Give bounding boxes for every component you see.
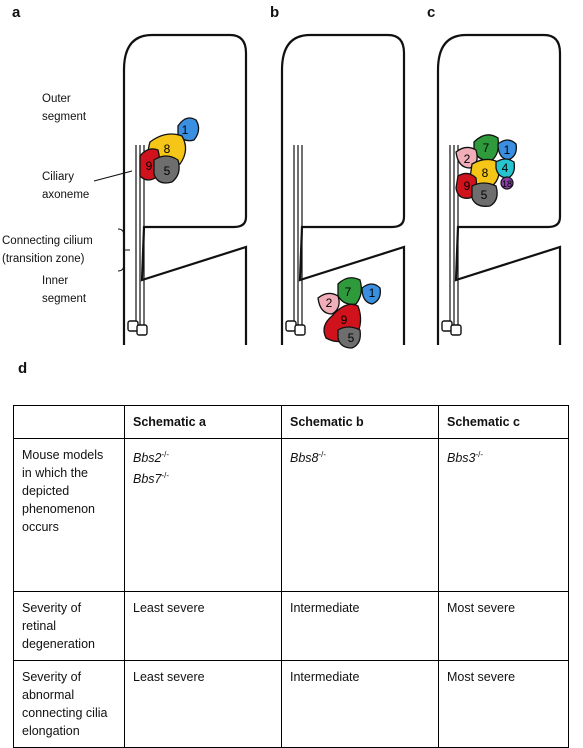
cell-outline-a <box>122 33 248 347</box>
subunit-label: 8 <box>482 166 489 180</box>
subunit-c-4 <box>495 158 516 179</box>
table-header-cell: Schematic b <box>281 405 439 439</box>
subunit-b-1 <box>361 283 381 305</box>
table-cell: Most severe <box>438 660 569 748</box>
bbsome-complex-c: 7 1 2 8 4 9 5 18 <box>455 134 517 207</box>
subunit-label: 5 <box>348 331 355 345</box>
bbsome-complex-a: 1 8 9 5 <box>139 117 200 184</box>
subunit-label: 4 <box>502 161 509 175</box>
panel-letter-c: c <box>427 4 436 21</box>
genotype: Bbs7-/- <box>133 471 170 487</box>
subunit-c-7 <box>473 134 500 161</box>
subunit-label: 7 <box>345 285 352 299</box>
photoreceptor-schematics: 1 8 9 5 7 1 2 9 5 7 1 2 8 4 9 5 18 <box>93 33 562 349</box>
subunit-label: 1 <box>504 143 511 157</box>
table-header-cell <box>13 405 125 439</box>
table-cell: Least severe <box>124 591 282 661</box>
connecting-cilium-label: Connecting cilium (transition zone) <box>2 235 93 265</box>
subunit-c-1 <box>497 139 517 161</box>
table-header-cell: Schematic c <box>438 405 569 439</box>
subunit-label: 9 <box>146 159 153 173</box>
table-row: Severity of abnormal connecting cilia el… <box>13 660 569 748</box>
subunit-a-5 <box>153 155 180 184</box>
phenotype-table: Schematic a Schematic b Schematic c Mous… <box>13 405 569 748</box>
subunit-label: 5 <box>481 188 488 202</box>
table-row: Mouse models in which the depicted pheno… <box>13 438 569 592</box>
row-label: Mouse models in which the depicted pheno… <box>13 438 125 592</box>
genotype: Bbs2-/- <box>133 450 170 466</box>
subunit-b-5 <box>337 326 361 349</box>
subunit-label: 1 <box>182 123 189 137</box>
genotype: Bbs3-/- <box>447 450 484 466</box>
subunit-c-18 <box>500 176 514 190</box>
subunit-label: 5 <box>164 164 171 178</box>
subunit-b-2 <box>317 292 340 315</box>
table-cell: Bbs3-/- <box>438 438 569 592</box>
subunit-c-5 <box>471 182 498 207</box>
inner-segment-label: Inner segment <box>42 275 87 305</box>
subunit-label: 18 <box>502 179 512 189</box>
table-cell: Bbs8-/- <box>281 438 439 592</box>
table-header-cell: Schematic a <box>124 405 282 439</box>
subunit-label: 7 <box>483 141 490 155</box>
table-cell: Most severe <box>438 591 569 661</box>
subunit-label: 8 <box>164 142 171 156</box>
panel-letter-d: d <box>18 360 28 377</box>
table-cell: Least severe <box>124 660 282 748</box>
row-label: Severity of abnormal connecting cilia el… <box>13 660 125 748</box>
table-row: Severity of retinal degeneration Least s… <box>13 591 569 661</box>
ciliary-axoneme-label: Ciliary axoneme <box>42 171 90 201</box>
genotype: Bbs8-/- <box>290 450 327 466</box>
table-cell: Intermediate <box>281 660 439 748</box>
table-cell: Bbs2-/- Bbs7-/- <box>124 438 282 592</box>
table-header-row: Schematic a Schematic b Schematic c <box>13 405 569 439</box>
subunit-b-7 <box>337 277 362 305</box>
subunit-label: 2 <box>464 152 471 166</box>
subunit-label: 2 <box>326 296 333 310</box>
subunit-label: 9 <box>341 313 348 327</box>
panel-letter-a: a <box>12 4 21 21</box>
subunit-label: 1 <box>369 286 376 300</box>
row-label: Severity of retinal degeneration <box>13 591 125 661</box>
subunit-label: 9 <box>464 179 471 193</box>
outer-segment-label: Outer segment <box>42 93 87 123</box>
connecting-cilium-bracket <box>117 228 130 272</box>
table-cell: Intermediate <box>281 591 439 661</box>
bbsome-complex-b: 7 1 2 9 5 <box>317 277 381 349</box>
panel-letter-b: b <box>270 4 280 21</box>
axoneme-leader-line <box>93 170 133 182</box>
